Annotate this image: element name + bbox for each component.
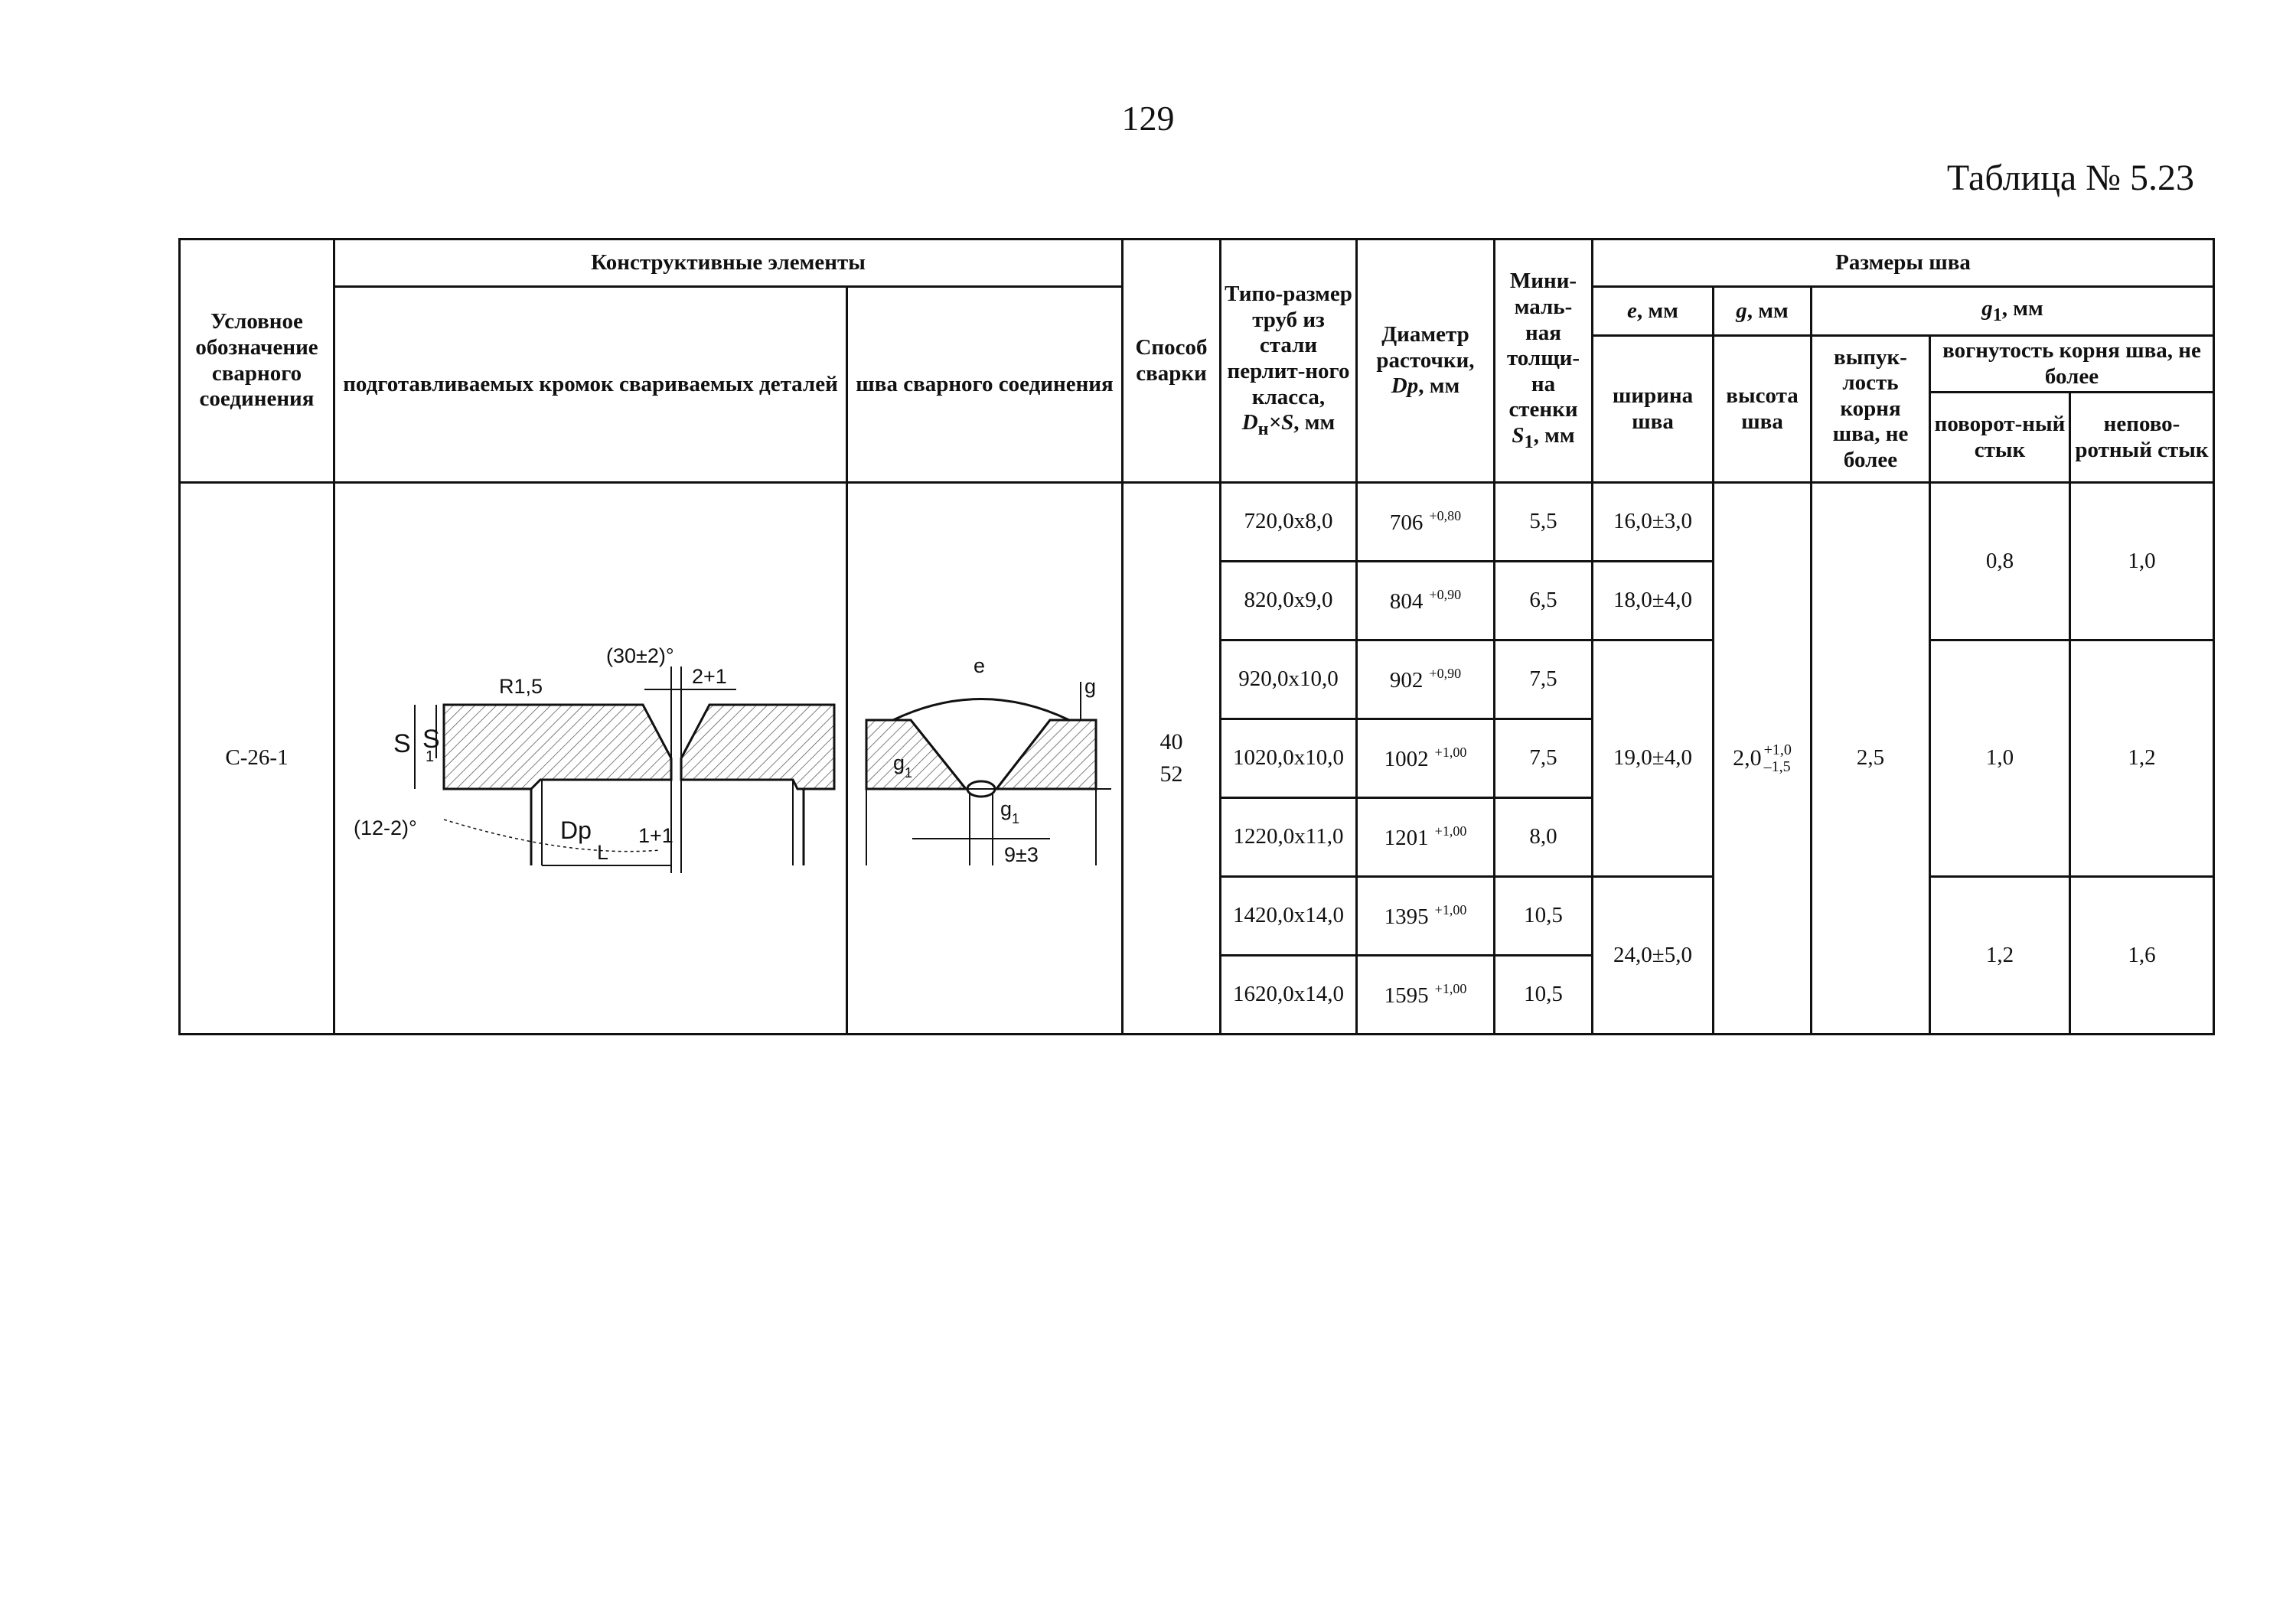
pipe-size-cell: 1620,0x14,0 xyxy=(1219,954,1358,1036)
header-seam: шва сварного соединения xyxy=(846,285,1124,484)
table-title: Таблица № 5.23 xyxy=(1946,158,2194,198)
header-width: ширина шва xyxy=(1591,334,1714,484)
method-value: 52 xyxy=(1159,761,1183,787)
bore-cell: 1201+1,00 xyxy=(1355,797,1495,878)
edge-preparation-drawing: (30±2)° 2+1 R1,5 S S 1 Dp 1+1 (12-2)° L xyxy=(354,644,836,874)
header-root-convexity: выпук-лость корня шва, не более xyxy=(1810,334,1931,484)
header-g1: g1, мм xyxy=(1809,285,2216,337)
label-root-face: 1+1 xyxy=(638,824,673,847)
wall-cell: 10,5 xyxy=(1493,875,1593,957)
pipe-size-cell: 1420,0x14,0 xyxy=(1219,875,1358,957)
label-seam-g1-top-sub: 1 xyxy=(905,765,912,781)
label-seam-width: 9±3 xyxy=(1004,843,1039,866)
label-angle-bottom: (12-2)° xyxy=(354,816,417,839)
header-nonrotary: непово-ротный стык xyxy=(2068,391,2216,484)
header-rotary: поворот-ный стык xyxy=(1929,391,2071,484)
width-cell: 18,0±4,0 xyxy=(1591,560,1714,642)
height-cell: 2,0+1,0–1,5 xyxy=(1712,481,1812,1036)
label-seam-g1-top: g xyxy=(893,751,905,774)
seam-drawing-cell: e g g 1 g 1 9±3 xyxy=(846,481,1124,1036)
header-edges: подготавливаемых кромок свариваемых дета… xyxy=(333,285,848,484)
header-e: e, мм xyxy=(1591,285,1714,337)
bore-cell: 1002+1,00 xyxy=(1355,718,1495,800)
wall-cell: 7,5 xyxy=(1493,639,1593,721)
edges-drawing-cell: (30±2)° 2+1 R1,5 S S 1 Dp 1+1 (12-2)° L xyxy=(333,481,848,1036)
pipe-size-cell: 1220,0x11,0 xyxy=(1219,797,1358,878)
bore-cell: 1595+1,00 xyxy=(1355,954,1495,1036)
pipe-size-cell: 1020,0x10,0 xyxy=(1219,718,1358,800)
header-constructive: Конструктивные элементы xyxy=(333,238,1124,288)
weld-joint-table: Условное обозначение сварного соединения… xyxy=(178,237,2216,1036)
label-length: L xyxy=(597,841,608,864)
width-cell: 19,0±4,0 xyxy=(1591,639,1714,878)
label-seam-g1-bottom-sub: 1 xyxy=(1012,811,1019,826)
wall-cell: 7,5 xyxy=(1493,718,1593,800)
label-seam-e: e xyxy=(974,654,985,677)
nonrotary-cell: 1,0 xyxy=(2068,481,2216,642)
label-gap: 2+1 xyxy=(692,665,727,688)
method-value: 40 xyxy=(1159,729,1183,755)
designation-cell: С-26-1 xyxy=(178,481,335,1036)
page-number: 129 xyxy=(1121,99,1175,138)
bore-cell: 1395+1,00 xyxy=(1355,875,1495,957)
wall-cell: 5,5 xyxy=(1493,481,1593,563)
pipe-size-cell: 920,0x10,0 xyxy=(1219,639,1358,721)
header-g: g, мм xyxy=(1712,285,1812,337)
nonrotary-cell: 1,6 xyxy=(2068,875,2216,1036)
rotary-cell: 0,8 xyxy=(1929,481,2071,642)
wall-cell: 8,0 xyxy=(1493,797,1593,878)
nonrotary-cell: 1,2 xyxy=(2068,639,2216,878)
label-seam-g1-bottom: g xyxy=(1000,797,1012,820)
wall-cell: 10,5 xyxy=(1493,954,1593,1036)
label-s1: S xyxy=(422,725,440,754)
label-seam-g: g xyxy=(1084,675,1096,698)
seam-drawing: e g g 1 g 1 9±3 xyxy=(865,654,1111,866)
pipe-size-cell: 720,0x8,0 xyxy=(1219,481,1358,563)
label-s: S xyxy=(393,729,411,758)
header-root-concavity: вогнутость корня шва, не более xyxy=(1928,334,2216,394)
bore-cell: 902+0,90 xyxy=(1355,639,1495,721)
bore-cell: 706+0,80 xyxy=(1355,481,1495,563)
label-angle-top: (30±2)° xyxy=(606,644,674,667)
header-bore: Диаметр расточки,Dp, мм xyxy=(1355,237,1495,484)
pipe-size-cell: 820,0x9,0 xyxy=(1219,560,1358,642)
method-cell: 40 52 xyxy=(1121,481,1221,1036)
bore-cell: 804+0,90 xyxy=(1355,560,1495,642)
header-designation: Условное обозначение сварного соединения xyxy=(178,237,335,484)
header-method: Способ сварки xyxy=(1121,237,1221,484)
width-cell: 16,0±3,0 xyxy=(1591,481,1714,563)
header-seam-dims: Размеры шва xyxy=(1590,238,2216,288)
width-cell: 24,0±5,0 xyxy=(1591,875,1714,1036)
wall-cell: 6,5 xyxy=(1493,560,1593,642)
header-pipe-size: Типо-размер труб из стали перлит-ного кл… xyxy=(1219,237,1358,484)
root-convexity-cell: 2,5 xyxy=(1810,481,1931,1036)
rotary-cell: 1,0 xyxy=(1929,639,2071,878)
rotary-cell: 1,2 xyxy=(1929,875,2071,1036)
label-s1-sub: 1 xyxy=(426,748,434,765)
label-radius: R1,5 xyxy=(499,675,543,698)
header-height: высота шва xyxy=(1712,334,1812,484)
label-dp: Dp xyxy=(560,816,592,844)
